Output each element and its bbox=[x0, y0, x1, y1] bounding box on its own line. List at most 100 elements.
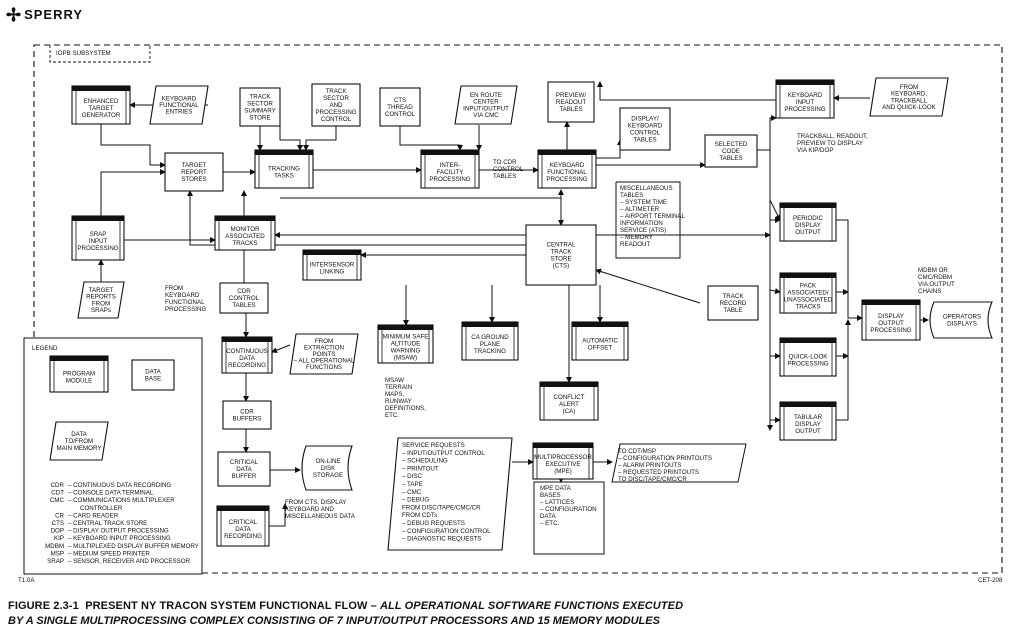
service-requests-box: SERVICE REQUESTS– INPUT/OUTPUT CONTROL– … bbox=[387, 437, 513, 551]
connector-7 bbox=[279, 126, 303, 151]
legend-definition: – MEDIUM SPEED PRINTER bbox=[68, 550, 150, 557]
corner-left-code: T1.0A bbox=[18, 577, 35, 584]
legend-definition: – CONSOLE DATA TERMINAL bbox=[68, 490, 154, 497]
legend-abbr: DOP bbox=[51, 528, 64, 535]
iopb-subsystem-label: IOPB SUBSYSTEM bbox=[56, 50, 111, 57]
legend-definition: – CENTRAL TRACK STORE bbox=[68, 520, 147, 527]
legend-abbr: CR bbox=[55, 512, 64, 519]
iopb-label-border bbox=[49, 45, 151, 63]
legend-definition: – SENSOR, RECEIVER AND PROCESSOR bbox=[68, 558, 191, 565]
connector-21 bbox=[769, 288, 781, 294]
legend-title: LEGEND bbox=[32, 345, 58, 352]
legend-definition: – DISPLAY OUTPUT PROCESSING bbox=[68, 528, 169, 535]
figure-caption-line2: BY A SINGLE MULTIPROCESSING COMPLEX CONS… bbox=[8, 615, 660, 627]
iopb-subsystem-border bbox=[33, 44, 1003, 574]
legend-abbr: MSP bbox=[51, 550, 64, 557]
connector-42 bbox=[271, 344, 291, 353]
connector-18 bbox=[597, 81, 776, 101]
note-to-cdt: TO CDT/MSP– CONFIGURATION PRINTOUTS– ALA… bbox=[618, 448, 712, 483]
corner-right-code: CET-208 bbox=[978, 577, 1003, 584]
legend-definition: CONTROLLER bbox=[80, 505, 123, 512]
connector-8 bbox=[303, 126, 337, 151]
connector-34 bbox=[187, 190, 526, 246]
connector-28 bbox=[836, 319, 851, 421]
figure-caption-line1: FIGURE 2.3-1 PRESENT NY TRACON SYSTEM FU… bbox=[8, 600, 683, 612]
connector-47 bbox=[595, 268, 701, 304]
service-requests-text: SERVICE REQUESTS– INPUT/OUTPUT CONTROL– … bbox=[402, 442, 491, 543]
figure-title: PRESENT NY TRACON SYSTEM FUNCTIONAL FLOW… bbox=[85, 600, 380, 612]
connector-3 bbox=[100, 169, 166, 216]
figure-number: FIGURE 2.3-1 bbox=[8, 600, 79, 612]
legend-definition: – MULTIPLEXED DISPLAY BUFFER MEMORY bbox=[68, 543, 199, 550]
legend-abbr: KIP bbox=[54, 535, 64, 542]
legend-abbr: MDBM bbox=[45, 543, 64, 550]
brand-name: SPERRY bbox=[24, 7, 84, 22]
legend-abbr: CTS bbox=[52, 520, 64, 527]
connector-14 bbox=[596, 139, 623, 159]
legend-definition: – CONTINUOUS DATA RECORDING bbox=[68, 482, 171, 489]
legend-definition: – COMMUNICATIONS MULTIPLEXER bbox=[68, 497, 175, 504]
flow-connectors bbox=[98, 81, 929, 527]
figure-title-italic: ALL OPERATIONAL SOFTWARE FUNCTIONS EXECU… bbox=[380, 600, 684, 612]
